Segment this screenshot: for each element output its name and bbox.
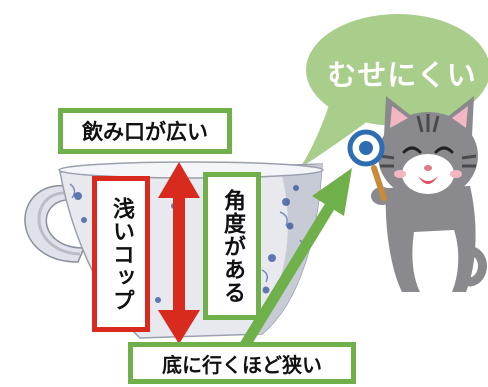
label-shallow-cup: 浅いコップ bbox=[92, 176, 150, 332]
label-wide-rim: 飲み口が広い bbox=[58, 108, 232, 154]
label-has-angle: 角度がある bbox=[203, 172, 261, 320]
double-headed-arrow-icon bbox=[158, 162, 200, 344]
speech-bubble bbox=[300, 14, 488, 168]
label-narrow-bottom: 底に行くほど狭い bbox=[128, 342, 356, 384]
speech-bubble-text: むせにくい bbox=[327, 58, 477, 92]
cat-with-magnifier-illustration bbox=[371, 96, 487, 292]
diagonal-arrow-icon bbox=[237, 168, 352, 353]
magnifier-icon bbox=[347, 129, 387, 201]
